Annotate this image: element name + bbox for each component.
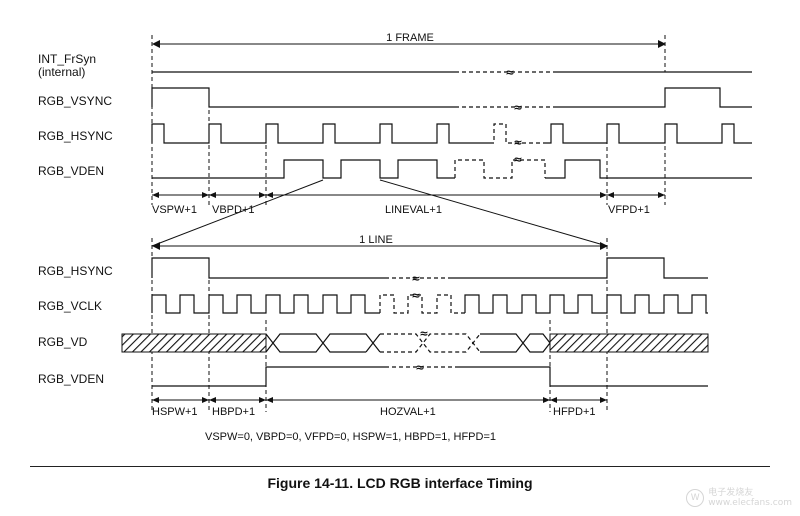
interval-vfpd: VFPD+1 [608,204,650,216]
line-label: 1 LINE [359,234,393,246]
top-interval-arrows: VSPW+1 VBPD+1 LINEVAL+1 VFPD+1 [152,125,666,216]
watermark-line1: 电子发烧友 [708,488,754,498]
wave-int-frsyn: ≈ [152,66,752,79]
interval-hbpd: HBPD+1 [212,406,255,418]
figure-caption: Figure 14-11. LCD RGB interface Timing [267,475,533,491]
wave-rgb-vden-frame: ≈ [152,153,752,179]
svg-text:≈: ≈ [419,327,428,340]
bottom-interval-arrows: HSPW+1 HBPD+1 HOZVAL+1 HFPD+1 [152,397,607,418]
label-rgb-vden: RGB_VDEN [38,164,104,178]
interval-vspw: VSPW+1 [152,204,197,216]
label-rgb-hsync: RGB_HSYNC [38,129,113,143]
svg-text:≈: ≈ [415,361,424,374]
wave-rgb-vden-line: ≈ [152,361,708,387]
watermark-logo-icon: W [686,489,705,507]
watermark-line2: www.elecfans.com [708,498,792,508]
svg-text:≈: ≈ [505,66,514,79]
interval-lineval: LINEVAL+1 [385,204,442,216]
wave-rgb-hsync-frame: ≈ [151,123,752,149]
zoom-lines [151,179,608,247]
svg-text:≈: ≈ [513,101,522,114]
wave-rgb-hsync-line: ≈ [151,257,708,285]
wave-rgb-vclk: ≈ [151,289,708,314]
wave-rgb-vd: ≈ [121,327,709,353]
interval-hspw: HSPW+1 [152,406,198,418]
frame-label: 1 FRAME [386,32,434,44]
watermark: W 电子发烧友 www.elecfans.com [686,488,792,508]
label-rgb-vclk: RGB_VCLK [38,299,102,313]
top-guides [151,35,666,205]
timing-diagram: INT_FrSyn (internal) RGB_VSYNC RGB_HSYNC… [38,32,752,443]
interval-hozval: HOZVAL+1 [380,406,436,418]
caption-rule [30,466,770,467]
label-int-frsyn: INT_FrSyn [38,52,96,66]
label-rgb-vden-line: RGB_VDEN [38,372,104,386]
svg-text:≈: ≈ [513,153,522,166]
wave-rgb-vsync: ≈ [151,87,752,114]
svg-text:≈: ≈ [411,272,420,285]
label-rgb-vd: RGB_VD [38,335,88,349]
svg-text:≈: ≈ [513,136,522,149]
line-dimension: 1 LINE [152,234,608,250]
frame-dimension: 1 FRAME [152,32,666,48]
svg-text:≈: ≈ [411,289,420,302]
interval-hfpd: HFPD+1 [553,406,596,418]
interval-vbpd: VBPD+1 [212,204,255,216]
label-rgb-hsync-line: RGB_HSYNC [38,264,113,278]
label-int-frsyn-internal: (internal) [38,65,85,79]
label-rgb-vsync: RGB_VSYNC [38,94,112,108]
params-note: VSPW=0, VBPD=0, VFPD=0, HSPW=1, HBPD=1, … [205,431,496,443]
